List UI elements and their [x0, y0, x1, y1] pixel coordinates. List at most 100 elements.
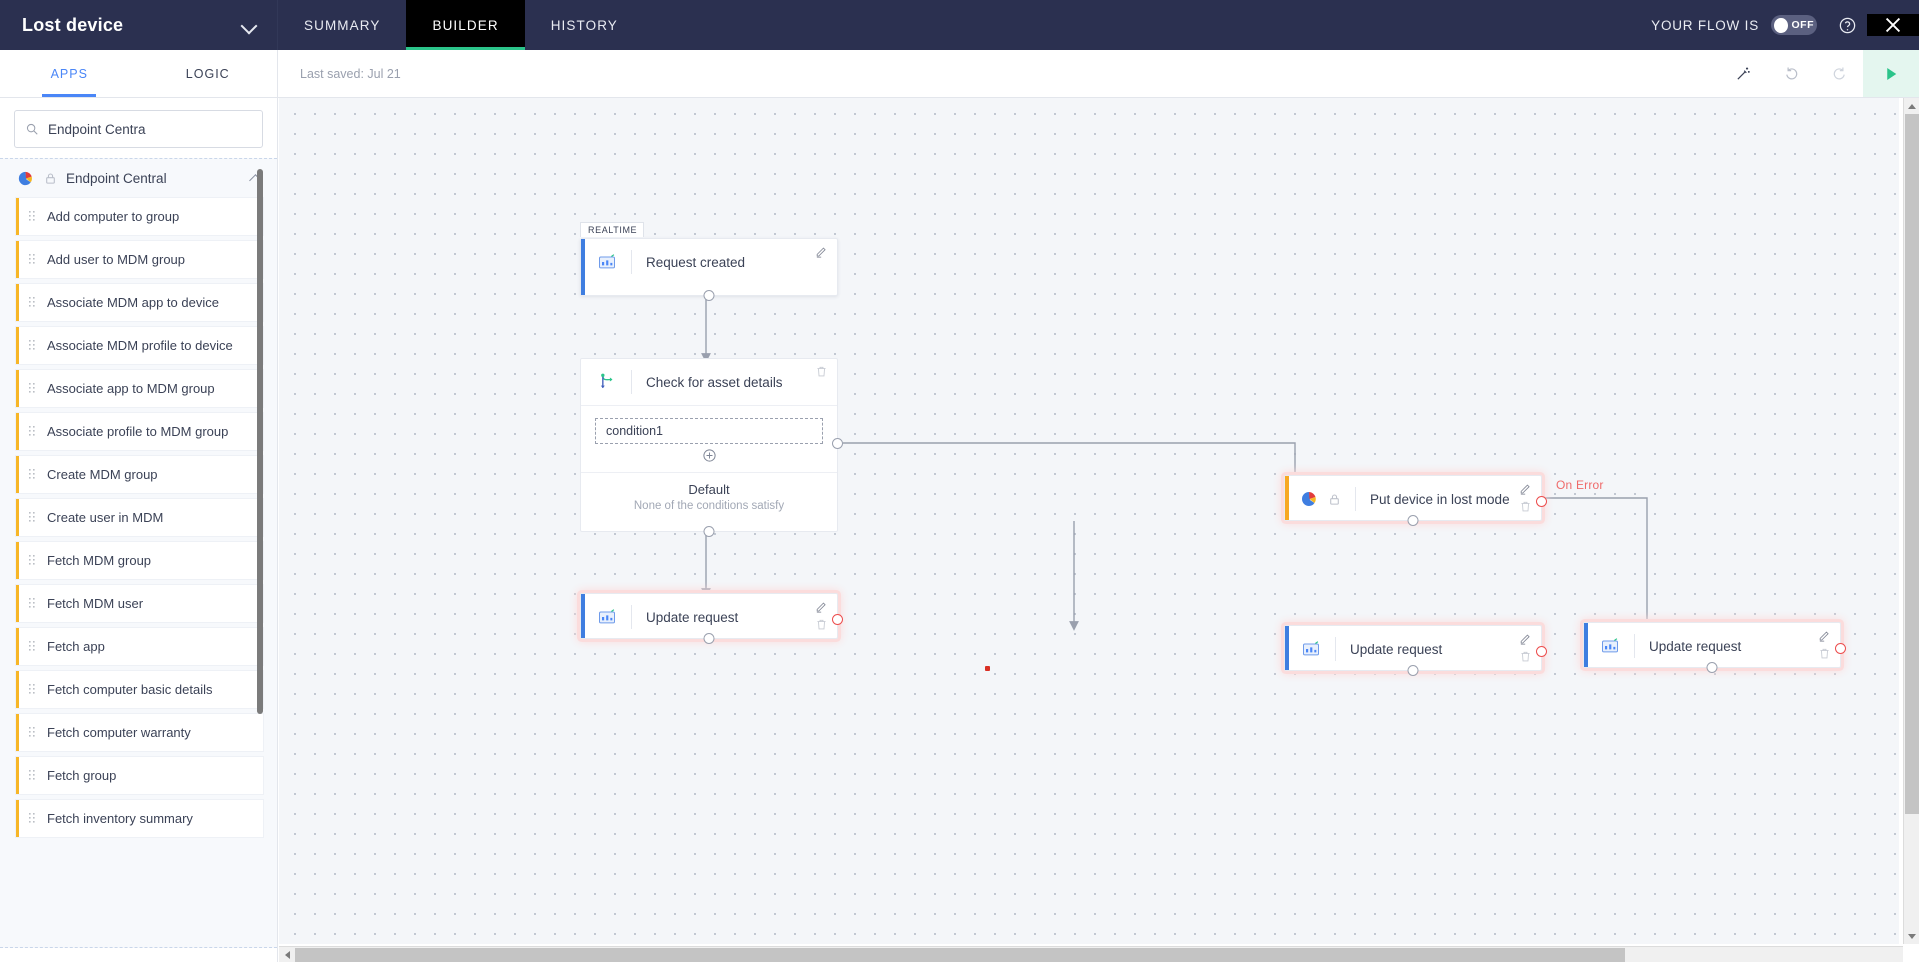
- close-icon[interactable]: [1867, 14, 1919, 36]
- trash-icon[interactable]: [1519, 500, 1532, 513]
- trash-icon[interactable]: [815, 365, 828, 378]
- app-action-label: Fetch app: [47, 639, 105, 654]
- node-output-port[interactable]: [1407, 665, 1419, 676]
- drag-handle-icon[interactable]: [29, 554, 37, 567]
- node-tools: [815, 365, 828, 378]
- node-error-port[interactable]: [1536, 646, 1547, 657]
- app-action-label: Create user in MDM: [47, 510, 164, 525]
- toggle-knob: [1774, 17, 1788, 33]
- run-flow-button[interactable]: [1863, 50, 1919, 97]
- drag-handle-icon[interactable]: [29, 210, 37, 223]
- magic-wand-icon[interactable]: [1719, 50, 1767, 97]
- drag-handle-icon[interactable]: [29, 726, 37, 739]
- app-action-item[interactable]: Associate MDM app to device: [16, 284, 263, 321]
- app-action-item[interactable]: Associate profile to MDM group: [16, 413, 263, 450]
- app-action-label: Associate MDM app to device: [47, 295, 219, 310]
- trash-icon[interactable]: [1519, 650, 1532, 663]
- drag-handle-icon[interactable]: [29, 769, 37, 782]
- app-action-item[interactable]: Create MDM group: [16, 456, 263, 493]
- app-action-label: Fetch MDM group: [47, 553, 152, 568]
- node-error-port[interactable]: [1835, 643, 1846, 654]
- drag-handle-icon[interactable]: [29, 597, 37, 610]
- node-error-port[interactable]: [832, 614, 843, 625]
- scroll-down-arrow[interactable]: [1904, 928, 1919, 944]
- tab-summary[interactable]: SUMMARY: [304, 17, 381, 33]
- pencil-icon[interactable]: [815, 600, 828, 613]
- undo-icon[interactable]: [1767, 50, 1815, 97]
- trash-icon[interactable]: [815, 618, 828, 631]
- pencil-icon[interactable]: [1818, 629, 1831, 642]
- app-action-item[interactable]: Fetch MDM user: [16, 585, 263, 622]
- pencil-icon[interactable]: [1519, 632, 1532, 645]
- app-group-header-endpoint-central[interactable]: Endpoint Central: [0, 159, 277, 198]
- app-action-item[interactable]: Associate app to MDM group: [16, 370, 263, 407]
- node-divider: [1355, 487, 1356, 511]
- app-action-item[interactable]: Fetch MDM group: [16, 542, 263, 579]
- drag-handle-icon[interactable]: [29, 640, 37, 653]
- default-output-port[interactable]: [703, 526, 715, 537]
- flow-node-update-request-default[interactable]: Update request: [580, 593, 843, 644]
- tab-logic[interactable]: LOGIC: [185, 66, 230, 81]
- app-action-item[interactable]: Add computer to group: [16, 198, 263, 235]
- scroll-left-arrow[interactable]: [279, 947, 295, 962]
- flow-enable-toggle[interactable]: OFF: [1771, 15, 1817, 35]
- drag-handle-icon[interactable]: [29, 468, 37, 481]
- chevron-down-icon[interactable]: [241, 17, 257, 33]
- drag-handle-icon[interactable]: [29, 683, 37, 696]
- drag-handle-icon[interactable]: [29, 511, 37, 524]
- canvas-vertical-scrollbar[interactable]: [1903, 98, 1919, 944]
- node-output-port[interactable]: [1706, 662, 1718, 673]
- app-action-item[interactable]: Add user to MDM group: [16, 241, 263, 278]
- drag-handle-icon[interactable]: [29, 296, 37, 309]
- decision-conditions: condition1: [581, 405, 837, 472]
- flow-node-update-request-on-error[interactable]: Update request: [1583, 622, 1846, 673]
- scroll-up-arrow[interactable]: [1904, 98, 1919, 114]
- app-action-item[interactable]: Associate MDM profile to device: [16, 327, 263, 364]
- pencil-icon[interactable]: [815, 245, 828, 258]
- flow-canvas[interactable]: REALTIME Request created: [279, 98, 1899, 944]
- search-box[interactable]: [14, 110, 263, 148]
- redo-icon[interactable]: [1815, 50, 1863, 97]
- trash-icon[interactable]: [1818, 647, 1831, 660]
- apps-sidebar: Endpoint Central Add computer to groupAd…: [0, 98, 278, 962]
- app-action-item[interactable]: Fetch inventory summary: [16, 800, 263, 837]
- drag-handle-icon[interactable]: [29, 253, 37, 266]
- sdp-request-icon: [599, 254, 615, 269]
- drag-handle-icon[interactable]: [29, 382, 37, 395]
- tab-history[interactable]: HISTORY: [550, 17, 618, 33]
- flow-title-dropdown[interactable]: Lost device: [0, 0, 278, 50]
- node-output-port[interactable]: [1407, 515, 1419, 526]
- drag-handle-icon[interactable]: [29, 425, 37, 438]
- node-divider: [631, 370, 632, 394]
- add-condition-button[interactable]: [595, 444, 823, 472]
- node-error-port[interactable]: [1536, 496, 1547, 507]
- drag-handle-icon[interactable]: [29, 812, 37, 825]
- scroll-thumb-horizontal[interactable]: [295, 948, 1625, 962]
- flow-node-update-request-success[interactable]: Update request: [1284, 625, 1547, 676]
- app-action-item[interactable]: Create user in MDM: [16, 499, 263, 536]
- canvas-horizontal-scrollbar[interactable]: [279, 946, 1903, 962]
- app-action-item[interactable]: Fetch app: [16, 628, 263, 665]
- scroll-thumb-vertical[interactable]: [1905, 114, 1919, 814]
- app-action-label: Fetch inventory summary: [47, 811, 193, 826]
- condition-chip-1[interactable]: condition1: [595, 418, 823, 444]
- app-action-item[interactable]: Fetch computer basic details: [16, 671, 263, 708]
- app-action-item[interactable]: Fetch computer warranty: [16, 714, 263, 751]
- app-action-item[interactable]: Fetch group: [16, 757, 263, 794]
- search-input[interactable]: [48, 121, 252, 137]
- app-list-scrollbar[interactable]: [257, 169, 263, 714]
- flow-node-trigger[interactable]: REALTIME Request created: [580, 222, 838, 301]
- node-tools: [815, 245, 828, 258]
- node-output-port[interactable]: [703, 633, 715, 644]
- app-action-label: Add computer to group: [47, 209, 180, 224]
- flow-node-put-device-in-lost-mode[interactable]: Put device in lost mode: [1284, 475, 1547, 526]
- drag-handle-icon[interactable]: [29, 339, 37, 352]
- help-circle-icon[interactable]: [1827, 16, 1867, 35]
- pencil-icon[interactable]: [1519, 482, 1532, 495]
- tab-apps[interactable]: APPS: [0, 50, 139, 97]
- flow-node-decision[interactable]: Check for asset details condition1 De: [580, 358, 843, 537]
- condition-output-port[interactable]: [832, 438, 843, 449]
- node-output-port[interactable]: [703, 290, 715, 301]
- node-divider: [631, 605, 632, 629]
- tab-builder[interactable]: BUILDER: [406, 0, 525, 50]
